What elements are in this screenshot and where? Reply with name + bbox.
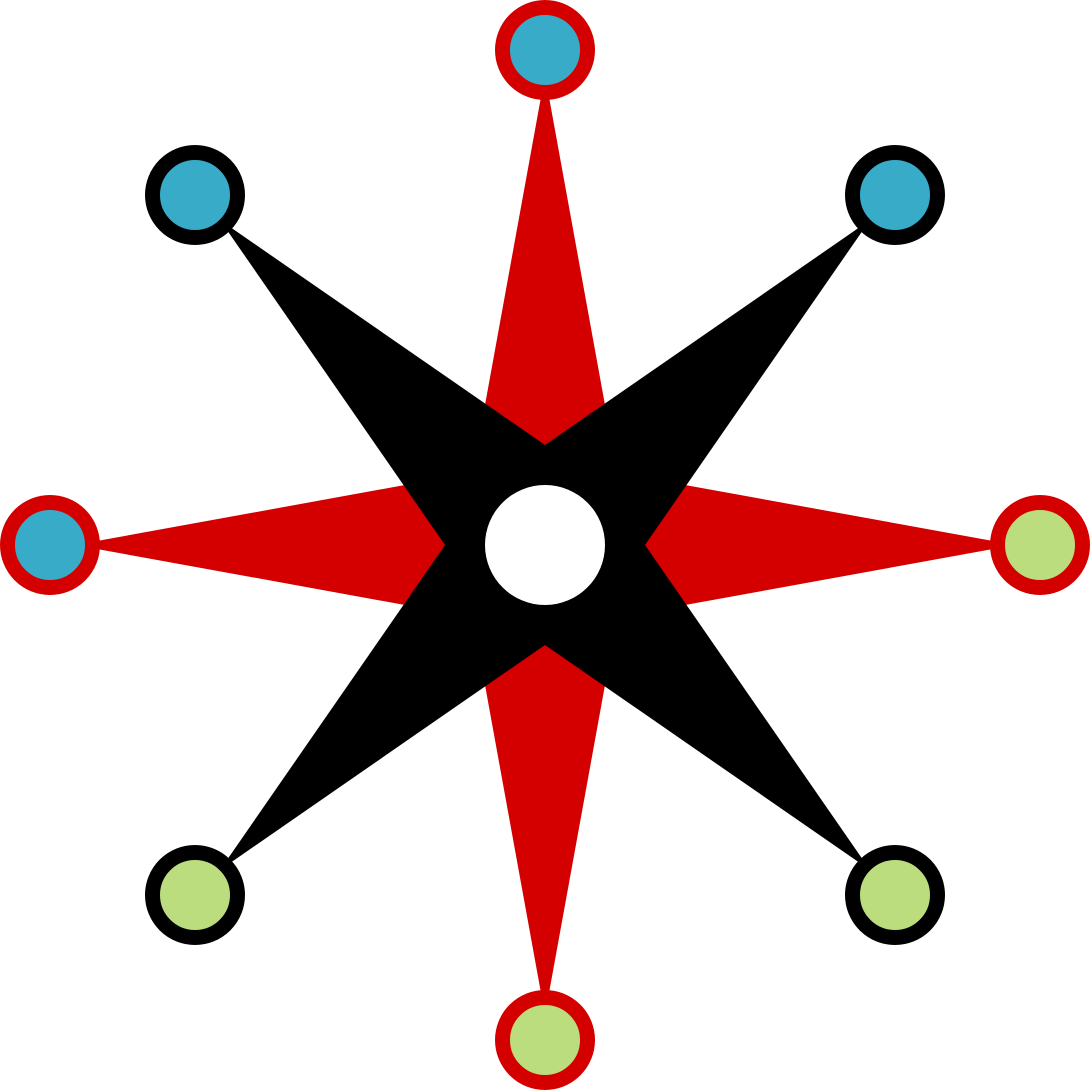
node-south-east bbox=[845, 845, 945, 945]
node-north bbox=[495, 0, 595, 100]
node-north-west bbox=[145, 145, 245, 245]
center-hole bbox=[485, 485, 605, 605]
node-south-west bbox=[145, 845, 245, 945]
node-west bbox=[0, 495, 100, 595]
node-south bbox=[495, 990, 595, 1090]
node-east bbox=[990, 495, 1090, 595]
node-north-east bbox=[845, 145, 945, 245]
